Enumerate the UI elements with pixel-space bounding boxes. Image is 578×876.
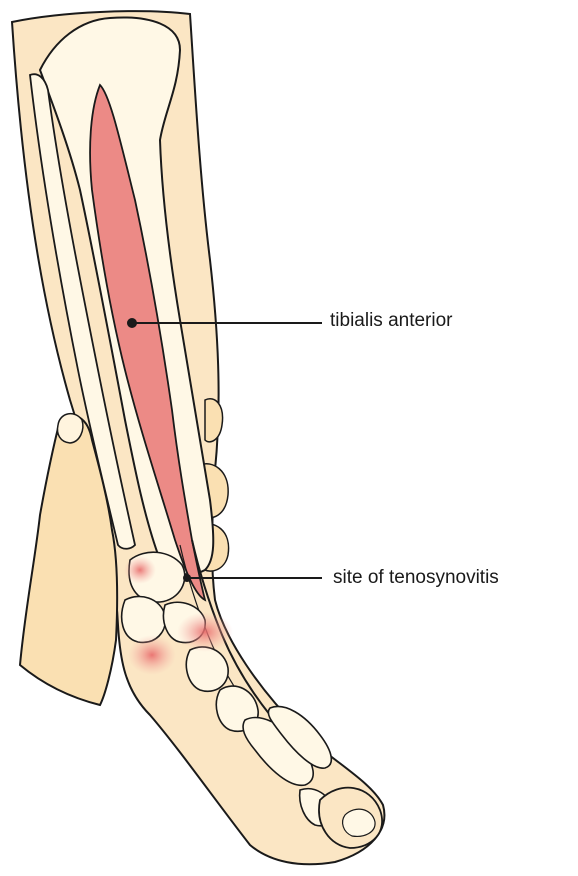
pointer-dot-tenosynovitis xyxy=(183,574,191,582)
label-site-of-tenosynovitis: site of tenosynovitis xyxy=(333,568,499,587)
pointer-dot-tibialis xyxy=(127,318,137,328)
thumb xyxy=(58,414,83,443)
inflammation-area-upper xyxy=(124,556,156,584)
inflammation-area-medial xyxy=(128,635,176,675)
inflammation-area-ankle xyxy=(177,612,233,652)
toenail xyxy=(343,809,375,836)
label-tibialis-anterior: tibialis anterior xyxy=(330,311,453,330)
